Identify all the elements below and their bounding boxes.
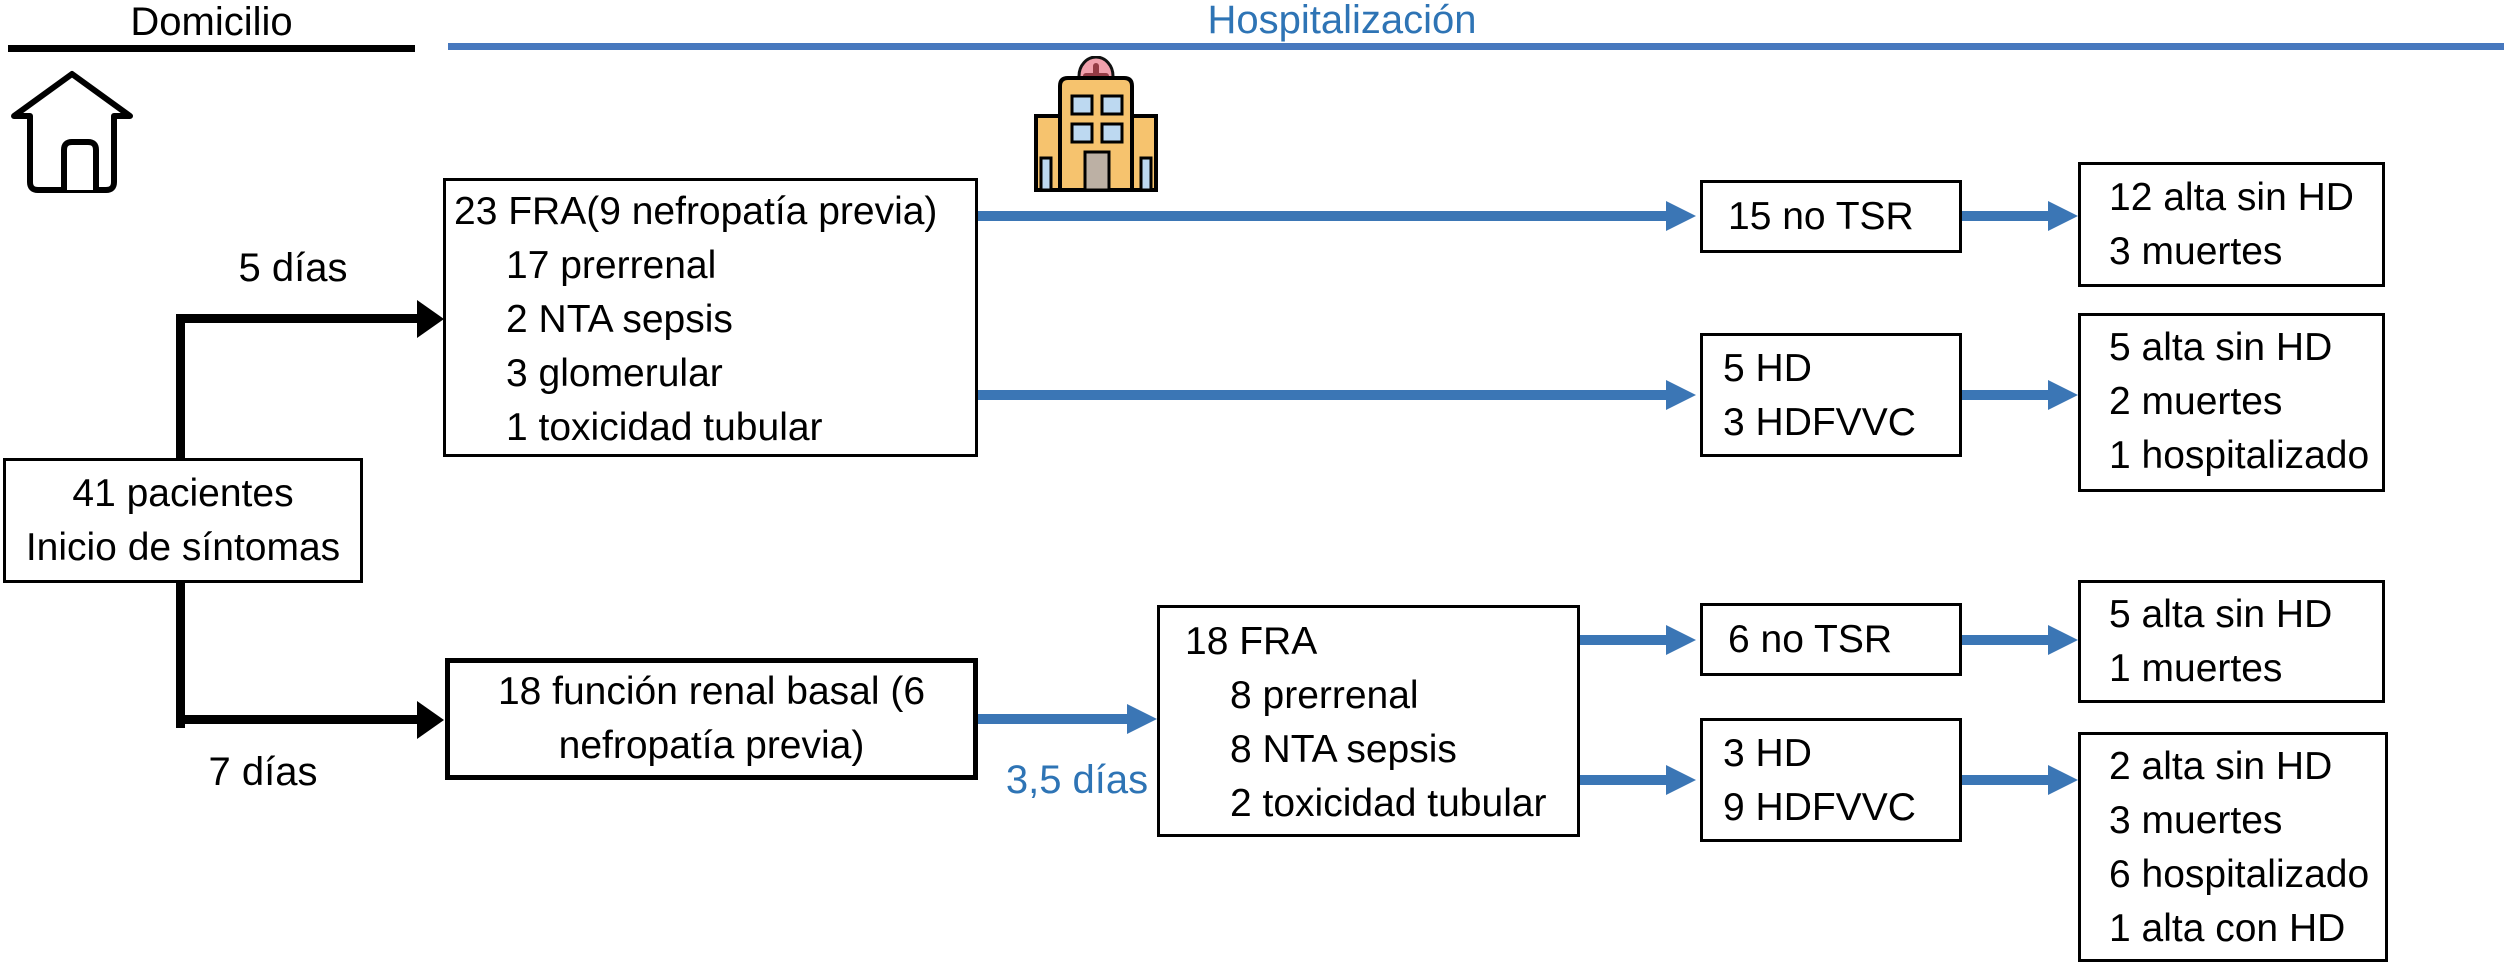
label-7-dias: 7 días bbox=[208, 750, 318, 794]
box-line: 8 NTA sepsis bbox=[1230, 728, 1457, 771]
box-line: 18 función renal basal (6 bbox=[497, 670, 926, 713]
box-line: 5 alta sin HD bbox=[2109, 593, 2333, 636]
box-line: 1 alta con HD bbox=[2109, 907, 2346, 950]
box-line: 2 toxicidad tubular bbox=[1230, 782, 1547, 825]
box-line: 3 glomerular bbox=[506, 352, 723, 395]
section-title-hospitalizacion: Hospitalización bbox=[1207, 0, 1477, 42]
box-line: nefropatía previa) bbox=[558, 724, 865, 767]
box-line: 5 alta sin HD bbox=[2109, 326, 2333, 369]
box-line: 5 HD bbox=[1723, 347, 1812, 390]
arrow-basal18-to-fra18-shaft bbox=[978, 714, 1128, 724]
box-18-funcion-renal-basal: 18 función renal basal (6 nefropatía pre… bbox=[445, 658, 978, 780]
arrow-hd3-to-outcome-shaft bbox=[1962, 775, 2049, 785]
box-line: 6 hospitalizado bbox=[2109, 853, 2370, 896]
arrow-fra18-to-no-tsr6-head bbox=[1666, 625, 1696, 655]
arrow-fra23-to-hd5-shaft bbox=[978, 390, 1666, 400]
box-6-no-tsr: 6 no TSR bbox=[1700, 603, 1962, 676]
box-3-hd: 3 HD 9 HDFVVC bbox=[1700, 718, 1962, 842]
box-line: 1 hospitalizado bbox=[2109, 434, 2370, 477]
box-line: 18 FRA bbox=[1185, 620, 1318, 663]
arrow-hd5-to-outcome-shaft bbox=[1962, 390, 2049, 400]
arrow-up-branch-vertical bbox=[176, 314, 185, 458]
arrow-no-tsr15-to-outcome-shaft bbox=[1962, 211, 2049, 221]
box-line: 6 no TSR bbox=[1728, 617, 1893, 661]
arrow-fra23-to-no-tsr15-head bbox=[1666, 201, 1696, 231]
box-line: 3 muertes bbox=[2109, 230, 2283, 273]
box-outcome-5-alta-top: 5 alta sin HD 2 muertes 1 hospitalizado bbox=[2078, 313, 2385, 492]
arrow-no-tsr6-to-outcome-head bbox=[2048, 625, 2078, 655]
box-line: 3 HDFVVC bbox=[1723, 401, 1916, 444]
box-line: 1 toxicidad tubular bbox=[506, 406, 823, 449]
box-18-fra: 18 FRA 8 prerrenal 8 NTA sepsis 2 toxici… bbox=[1157, 605, 1580, 837]
arrow-up-branch-horizontal bbox=[176, 314, 418, 323]
box-outcome-5-alta-bottom: 5 alta sin HD 1 muertes bbox=[2078, 580, 2385, 703]
arrow-basal18-to-fra18-head bbox=[1127, 704, 1157, 734]
box-line: 3 HD bbox=[1723, 732, 1812, 775]
arrow-hd3-to-outcome-head bbox=[2048, 765, 2078, 795]
box-line: 12 alta sin HD bbox=[2109, 176, 2354, 219]
box-line: 3 muertes bbox=[2109, 799, 2283, 842]
box-outcome-12-alta: 12 alta sin HD 3 muertes bbox=[2078, 162, 2385, 287]
arrow-fra18-to-hd3-shaft bbox=[1580, 775, 1667, 785]
box-5-hd: 5 HD 3 HDFVVC bbox=[1700, 333, 1962, 457]
section-title-domicilio: Domicilio bbox=[130, 0, 293, 44]
box-line: 1 muertes bbox=[2109, 647, 2283, 690]
box-line: 2 alta sin HD bbox=[2109, 745, 2333, 788]
box-15-no-tsr: 15 no TSR bbox=[1700, 180, 1962, 253]
box-41-pacientes: 41 pacientes Inicio de síntomas bbox=[3, 458, 363, 583]
box-line: Inicio de síntomas bbox=[25, 526, 341, 569]
domicilio-underline bbox=[8, 45, 415, 52]
arrow-fra23-to-hd5-head bbox=[1666, 380, 1696, 410]
home-icon bbox=[11, 71, 133, 193]
box-line: 17 prerrenal bbox=[506, 244, 717, 287]
box-line: 15 no TSR bbox=[1728, 194, 1914, 238]
arrow-down-branch-horizontal bbox=[176, 715, 418, 724]
label-3-5-dias: 3,5 días bbox=[1005, 758, 1149, 802]
box-23-fra: 23 FRA(9 nefropatía previa) 17 prerrenal… bbox=[443, 178, 978, 457]
hospitalizacion-underline bbox=[448, 43, 2504, 50]
arrow-no-tsr15-to-outcome-head bbox=[2048, 201, 2078, 231]
arrow-fra23-to-no-tsr15-shaft bbox=[978, 211, 1666, 221]
arrow-no-tsr6-to-outcome-shaft bbox=[1962, 635, 2049, 645]
box-line: 23 FRA(9 nefropatía previa) bbox=[454, 190, 938, 233]
label-5-dias: 5 días bbox=[238, 246, 348, 290]
arrow-fra18-to-hd3-head bbox=[1666, 765, 1696, 795]
arrow-fra18-to-no-tsr6-shaft bbox=[1580, 635, 1667, 645]
arrow-down-branch-head bbox=[417, 701, 444, 739]
hospital-icon bbox=[1034, 56, 1158, 192]
box-line: 2 muertes bbox=[2109, 380, 2283, 423]
arrow-hd5-to-outcome-head bbox=[2048, 380, 2078, 410]
box-outcome-2-alta: 2 alta sin HD 3 muertes 6 hospitalizado … bbox=[2078, 732, 2388, 962]
box-line: 2 NTA sepsis bbox=[506, 298, 733, 341]
arrow-down-branch-vertical bbox=[176, 583, 185, 728]
arrow-up-branch-head bbox=[417, 300, 444, 338]
box-line: 41 pacientes bbox=[72, 472, 294, 515]
box-line: 9 HDFVVC bbox=[1723, 786, 1916, 829]
box-line: 8 prerrenal bbox=[1230, 674, 1419, 717]
